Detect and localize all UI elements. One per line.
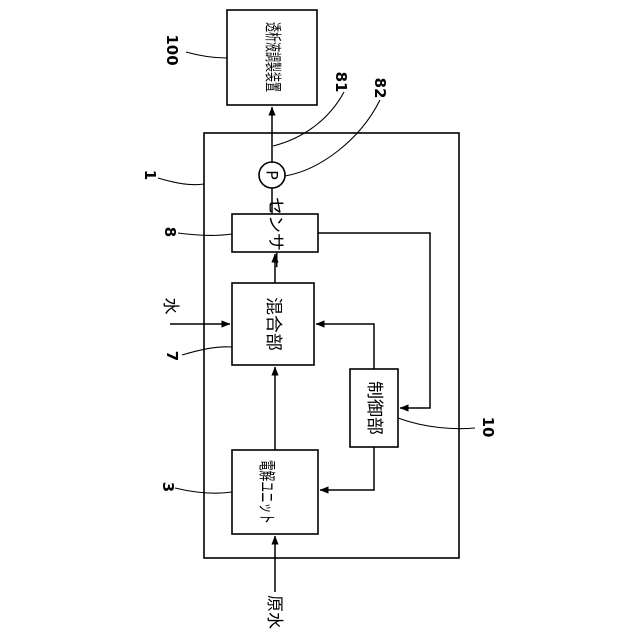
dialysate-device-label: 透析液調製装置 <box>262 22 282 92</box>
leader-82 <box>285 100 380 176</box>
leader-100 <box>186 52 227 58</box>
electrolysis-label-line1: 電解ユニット <box>256 460 276 524</box>
ref-3: 3 <box>159 482 177 492</box>
pump-symbol: P <box>263 170 282 180</box>
water-label: 水 <box>160 298 180 315</box>
leader-8 <box>178 233 232 235</box>
ref-81: 81 <box>332 72 350 93</box>
leader-10 <box>398 418 475 429</box>
ref-82: 82 <box>371 78 389 99</box>
ref-7: 7 <box>163 351 181 361</box>
leader-1 <box>158 178 204 185</box>
controller-to-mixer-line <box>316 324 374 369</box>
ref-8: 8 <box>161 227 179 237</box>
controller-to-electrolysis-line <box>320 447 374 490</box>
ref-10: 10 <box>479 417 497 438</box>
controller-label: 制御部 <box>364 381 384 435</box>
ref-1: 1 <box>141 170 159 180</box>
leader-7 <box>182 347 232 355</box>
ref-100: 100 <box>163 34 181 65</box>
raw-water-label: 原水 <box>264 595 284 629</box>
mixer-label: 混合部 <box>263 297 283 351</box>
